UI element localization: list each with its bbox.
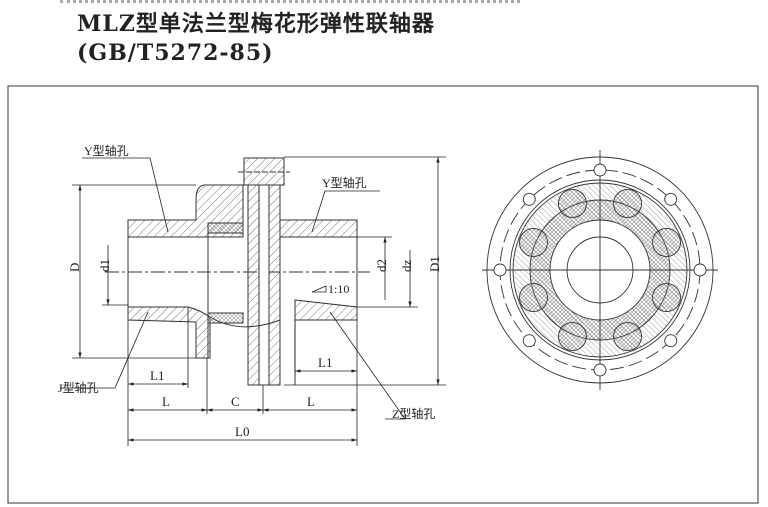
- dim-C: C: [231, 394, 240, 409]
- dimensions: [60, 156, 446, 446]
- standard-number: (GB/T5272-85): [77, 40, 274, 66]
- bolt-hole: [664, 192, 678, 206]
- dimension-labels: Y型轴孔 Y型轴孔 J型轴孔 Z型轴孔 1:10 D d1 d2 dz D1 L…: [58, 143, 442, 439]
- elastic-lobe: [613, 322, 643, 351]
- dim-L1-left: L1: [150, 368, 164, 383]
- bolt-hole: [593, 363, 607, 377]
- dim-L-right: L: [307, 394, 315, 409]
- bolt-hole: [693, 263, 707, 277]
- dim-d2: d2: [374, 259, 389, 272]
- bolt-hole: [522, 334, 536, 348]
- label-z-bore: Z型轴孔: [392, 406, 435, 421]
- elastic-lobe: [652, 283, 681, 313]
- dim-D1: D1: [427, 256, 442, 272]
- bolt-hole: [664, 334, 678, 348]
- bolt-hole: [522, 192, 536, 206]
- elastic-lobe: [652, 227, 681, 257]
- elastic-element-lower: [207, 312, 244, 324]
- dim-L0: L0: [235, 424, 249, 439]
- label-y-bore-left: Y型轴孔: [84, 143, 129, 158]
- bolt-hole: [593, 163, 607, 177]
- left-hub-lower: [127, 306, 211, 359]
- drawing-frame: [7, 85, 759, 504]
- side-section-view: [105, 157, 370, 386]
- elastic-lobe: [519, 283, 548, 313]
- elastic-lobe: [557, 189, 587, 218]
- bolt-hole: [493, 263, 507, 277]
- dim-d1: d1: [97, 259, 112, 272]
- dim-dz: dz: [399, 260, 414, 273]
- label-j-bore: J型轴孔: [58, 380, 99, 395]
- dim-D: D: [67, 263, 82, 272]
- end-view: [482, 150, 718, 390]
- label-y-bore-right: Y型轴孔: [322, 175, 367, 190]
- cropped-header-line: [60, 0, 520, 3]
- elastic-lobe: [557, 322, 587, 351]
- right-hub-lower: [294, 299, 358, 321]
- dim-L1-right: L1: [318, 355, 332, 370]
- elastic-lobes: [519, 189, 681, 351]
- elastic-element-upper: [207, 222, 244, 234]
- elastic-lobe: [519, 227, 548, 257]
- label-taper: 1:10: [328, 282, 349, 296]
- dim-L-left: L: [162, 394, 170, 409]
- elastic-lobe: [613, 189, 643, 218]
- right-hub-upper: [279, 219, 358, 238]
- bolt-holes: [493, 163, 707, 377]
- page-title: MLZ型单法兰型梅花形弹性联轴器: [77, 11, 435, 37]
